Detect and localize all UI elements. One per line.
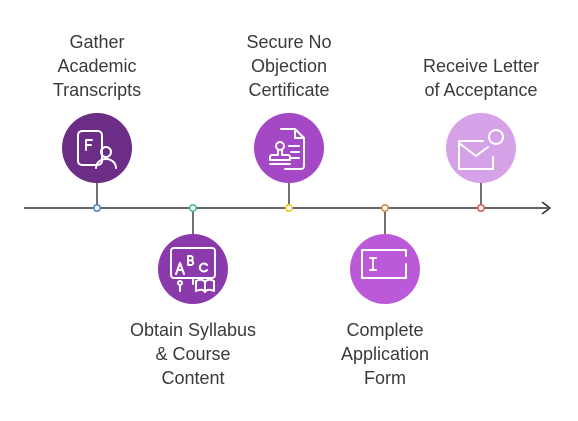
- timeline-dot-2: [189, 204, 198, 213]
- step-4-label: Complete Application Form: [340, 320, 430, 388]
- envelope-notification-icon: [458, 129, 504, 170]
- step-3-node: [254, 113, 324, 183]
- abc-book-icon: [170, 247, 216, 293]
- form-cursor-icon: [361, 249, 407, 279]
- transcript-person-icon: [77, 130, 117, 169]
- step-2-label: Obtain Syllabus & Course Content: [129, 320, 257, 388]
- step-3-label: Secure No Objection Certificate: [246, 32, 332, 100]
- timeline-dot-5: [476, 204, 485, 213]
- step-1-node: [62, 113, 132, 183]
- stamp-document-icon: [269, 128, 305, 170]
- step-5-label: Receive Letter of Acceptance: [422, 56, 540, 100]
- step-2-node: [158, 234, 228, 304]
- step-4-node: [350, 234, 420, 304]
- timeline-dot-4: [380, 204, 389, 213]
- timeline-dot-3: [284, 204, 293, 213]
- step-5-node: [446, 113, 516, 183]
- timeline-dot-1: [93, 204, 102, 213]
- step-1-label: Gather Academic Transcripts: [52, 32, 142, 100]
